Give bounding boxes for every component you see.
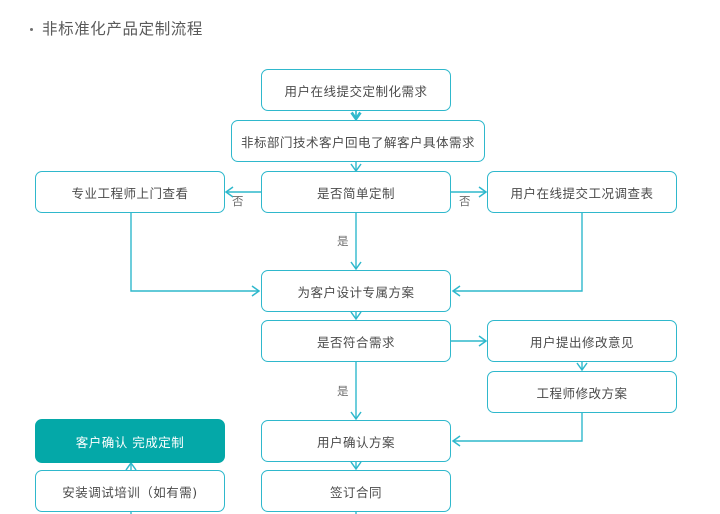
edge-n3-n6-group xyxy=(130,213,261,297)
node-label: 是否符合需求 xyxy=(316,334,395,350)
node-engineer-onsite[interactable]: 专业工程师上门查看 xyxy=(35,171,225,213)
bullet-dot-icon xyxy=(30,27,33,31)
node-label: 用户在线提交定制化需求 xyxy=(284,83,428,99)
edge-n7-n8-group xyxy=(451,335,488,347)
edge-n8-n9-group xyxy=(576,362,588,372)
node-label: 是否简单定制 xyxy=(316,185,395,201)
page-title: 非标准化产品定制流程 xyxy=(30,17,203,39)
page-title-text: 非标准化产品定制流程 xyxy=(42,20,204,38)
node-user-confirm-solution[interactable]: 用户确认方案 xyxy=(261,420,451,462)
edge-label-no-right: 否 xyxy=(459,194,471,208)
node-user-submit-request[interactable]: 用户在线提交定制化需求 xyxy=(261,69,451,111)
edge-n11-n10-group xyxy=(125,461,137,471)
node-label: 签订合同 xyxy=(329,484,382,500)
node-design-solution[interactable]: 为客户设计专属方案 xyxy=(261,270,451,312)
node-engineer-revise-solution[interactable]: 工程师修改方案 xyxy=(487,371,677,413)
edge-label-no-left: 否 xyxy=(232,194,244,208)
node-install-debug-training[interactable]: 安装调试培训（如有需) xyxy=(35,470,225,512)
node-decision-simple-custom[interactable]: 是否简单定制 xyxy=(261,171,451,213)
node-customer-confirm-complete[interactable]: 客户确认 完成定制 xyxy=(35,419,225,463)
edge-n2-n4-group xyxy=(350,162,362,173)
node-user-revision-feedback[interactable]: 用户提出修改意见 xyxy=(487,320,677,362)
node-sign-contract[interactable]: 签订合同 xyxy=(261,470,451,512)
edge-label-yes-upper: 是 xyxy=(337,234,349,248)
node-label: 安装调试培训（如有需) xyxy=(62,484,198,500)
node-label: 为客户设计专属方案 xyxy=(297,284,415,300)
node-label: 非标部门技术客户回电了解客户具体需求 xyxy=(240,134,475,150)
node-label: 用户在线提交工况调查表 xyxy=(510,185,654,201)
edge-n6-n7-group xyxy=(350,311,362,321)
edge-label-yes-lower: 是 xyxy=(337,384,349,398)
node-decision-meets-requirements[interactable]: 是否符合需求 xyxy=(261,320,451,362)
node-dept-callback[interactable]: 非标部门技术客户回电了解客户具体需求 xyxy=(231,120,485,162)
edge-n12-n13-group xyxy=(350,461,362,471)
edge-n4-n6-group xyxy=(350,213,362,271)
edge-n9-n12-group xyxy=(451,413,583,447)
node-label: 工程师修改方案 xyxy=(536,385,628,401)
node-label: 用户提出修改意见 xyxy=(529,334,634,350)
edge-n1-n2-group xyxy=(350,111,362,122)
edge-n7-n12-group xyxy=(350,362,362,421)
edge-n5-n6-group xyxy=(451,213,583,297)
node-submit-survey-form[interactable]: 用户在线提交工况调查表 xyxy=(487,171,677,213)
node-label: 专业工程师上门查看 xyxy=(71,185,189,201)
node-label: 客户确认 完成定制 xyxy=(75,434,185,450)
node-label: 用户确认方案 xyxy=(316,434,395,450)
